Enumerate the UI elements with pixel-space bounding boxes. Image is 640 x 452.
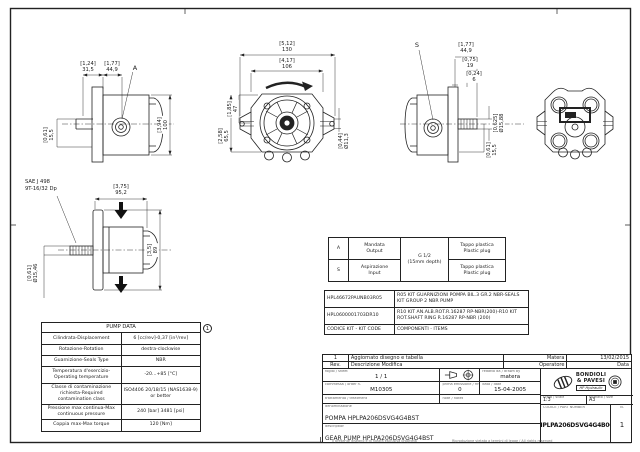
part-number: HPLPA206DSVG4G4B00 xyxy=(541,421,611,429)
side-view-a xyxy=(56,70,174,163)
table-row: HPL0600001703DR10 R10 KIT AN.ALB.ROT.R.1… xyxy=(324,307,529,325)
dim-v2-width: [5,12]130 xyxy=(278,40,296,54)
dim-arrowheads xyxy=(83,53,335,290)
dim-v1-length1: [1,24]31,5 xyxy=(79,60,97,74)
fine-print: Il presente disegno è di nostra esclusiv… xyxy=(332,439,417,443)
port-s-callout: S xyxy=(413,41,421,49)
dim-v5-height: [3,5]89 xyxy=(146,242,160,258)
dim-v3-shaft-dia: [0,625]Ø15,88 xyxy=(492,112,506,134)
nameplate xyxy=(559,107,591,123)
rev-number: 1 xyxy=(323,355,349,361)
first-angle-projection-icon xyxy=(445,369,474,381)
sheet-frame xyxy=(9,7,632,444)
dim-v3-6: [0,24]6 xyxy=(465,70,483,84)
title-block: 1 Aggiornato disegno e tabella Matera 13… xyxy=(322,354,633,443)
part-number-cell: CODICE / PART NUMBER HPLPA206DSVG4G4B00 xyxy=(541,405,611,443)
port-thread: G 1/2(15mm depth) xyxy=(400,237,449,282)
rev-header-operator: Operatore xyxy=(504,362,568,368)
kit-footer-code: CODICE KIT - KIT CODE xyxy=(324,324,395,335)
port-a-callout: A xyxy=(131,64,139,72)
rear-view xyxy=(536,87,614,160)
rev-header-desc: Descrizione Modifica xyxy=(349,362,504,368)
flow-arrow-down-icon xyxy=(114,276,128,293)
dim-v2-side: [2,58]65,5 xyxy=(217,127,231,145)
dim-v1-height: [3,94]100 xyxy=(156,116,170,134)
denomination-cell: denominazione POMPA HPLPA206DSVG4G4BST xyxy=(323,404,540,424)
note-1-badge: 1 xyxy=(203,324,212,333)
table-row: CODICE KIT - KIT CODE COMPONENTI - ITEMS xyxy=(324,324,529,335)
dim-v3-19: [0,75]19 xyxy=(461,56,479,70)
rev-operator: Matera xyxy=(504,355,568,361)
pump-denomination: POMPA HPLPA206DSVG4G4BST xyxy=(325,415,419,422)
dim-lines-v5 xyxy=(43,195,162,298)
projection-symbols-cell xyxy=(440,369,481,381)
bondioli-pavesi-logo-icon xyxy=(553,375,573,389)
dim-v3-offset: [0,61]15,5 xyxy=(485,141,499,159)
kit-desc: R05 KIT GUARNIZIONI POMPA BIL.3 GR.2 NBR… xyxy=(394,290,529,308)
company-name: BONDIOLI& PAVESI xyxy=(575,372,607,384)
pump-data-title: PUMP DATA xyxy=(41,322,201,333)
company-emblem-icon xyxy=(608,375,622,389)
rev-description: Aggiornato disegno e tabella xyxy=(349,355,504,361)
kit-code: HPL0600001703DR10 xyxy=(324,307,395,325)
dim-v2-top: [1,85]47 xyxy=(226,100,240,118)
project-code-cell: commessa / order n.M10305 xyxy=(323,382,441,394)
revision-entry-row: 1 Aggiornato disegno e tabella Matera 13… xyxy=(323,355,631,362)
revision-header-row: Rev. Descrizione Modifica Operatore Data xyxy=(323,362,631,369)
dim-lines-v1 xyxy=(56,70,172,156)
pump-description: GEAR PUMP HPLPA206DSVG4G4BST xyxy=(325,435,434,442)
rev-header-date: Data xyxy=(617,362,630,368)
port-id: S xyxy=(328,259,349,282)
dim-v1-shaft-offset: [0,61]15,5 xyxy=(42,126,56,144)
kit-footer-desc: COMPONENTI - ITEMS xyxy=(394,324,529,335)
dim-v2-slot: [0,44]Ø11,3 xyxy=(337,132,351,150)
table-row: Pressione max continua-Max continuous pr… xyxy=(41,403,201,420)
first-issue-cell: prima emissione / first issue0 xyxy=(442,382,481,394)
rev-header-no: Rev. xyxy=(323,362,349,368)
dim-v1-length2: [1,77]44,9 xyxy=(103,60,121,74)
dim-v3-length: [1,77]44,9 xyxy=(457,41,475,55)
table-row: HPL46672PAUNB03R05 R05 KIT GUARNIZIONI P… xyxy=(324,290,529,308)
treatment-cell: trattamento / treatment xyxy=(323,395,441,403)
kit-desc: R10 KIT AN.ALB.ROT.R.16287 RP-NBR(200)-R… xyxy=(394,307,529,325)
port-id: A xyxy=(328,237,349,260)
dim-v5-shaft-dia: [0,61]Ø15,46 xyxy=(26,262,40,284)
fine-print: Riproduzione vietata a termini di legge … xyxy=(452,439,553,443)
flow-arrow-down-icon xyxy=(114,202,128,219)
sheet-rev-cell: N. 1 xyxy=(619,406,625,430)
company-logo-cell: BONDIOLI& PAVESI HP Hydraulic xyxy=(541,369,633,396)
kit-code: HPL46672PAUNB03R05 xyxy=(324,290,395,308)
table-row: Temperatura d'esercizio-Operating temper… xyxy=(41,366,201,384)
table-row: Classe di contaminazione richiesta-Requi… xyxy=(41,383,201,405)
company-tagline: HP Hydraulic xyxy=(576,384,606,391)
side-view-s xyxy=(400,49,524,163)
rev-date: 13/02/2015 xyxy=(600,355,630,361)
dim-v2-pilot: [4,17]106 xyxy=(278,57,296,71)
description-cell: description GEAR PUMP HPLPA206DSVG4G4BST xyxy=(325,425,434,442)
dim-v5-length: [3,75]95,2 xyxy=(112,183,130,197)
front-view xyxy=(230,54,341,163)
notes-cell: note / notes xyxy=(442,397,464,401)
rotation-arrow-icon xyxy=(265,81,313,91)
kit-table: HPL46672PAUNB03R05 R05 KIT GUARNIZIONI P… xyxy=(324,290,529,335)
